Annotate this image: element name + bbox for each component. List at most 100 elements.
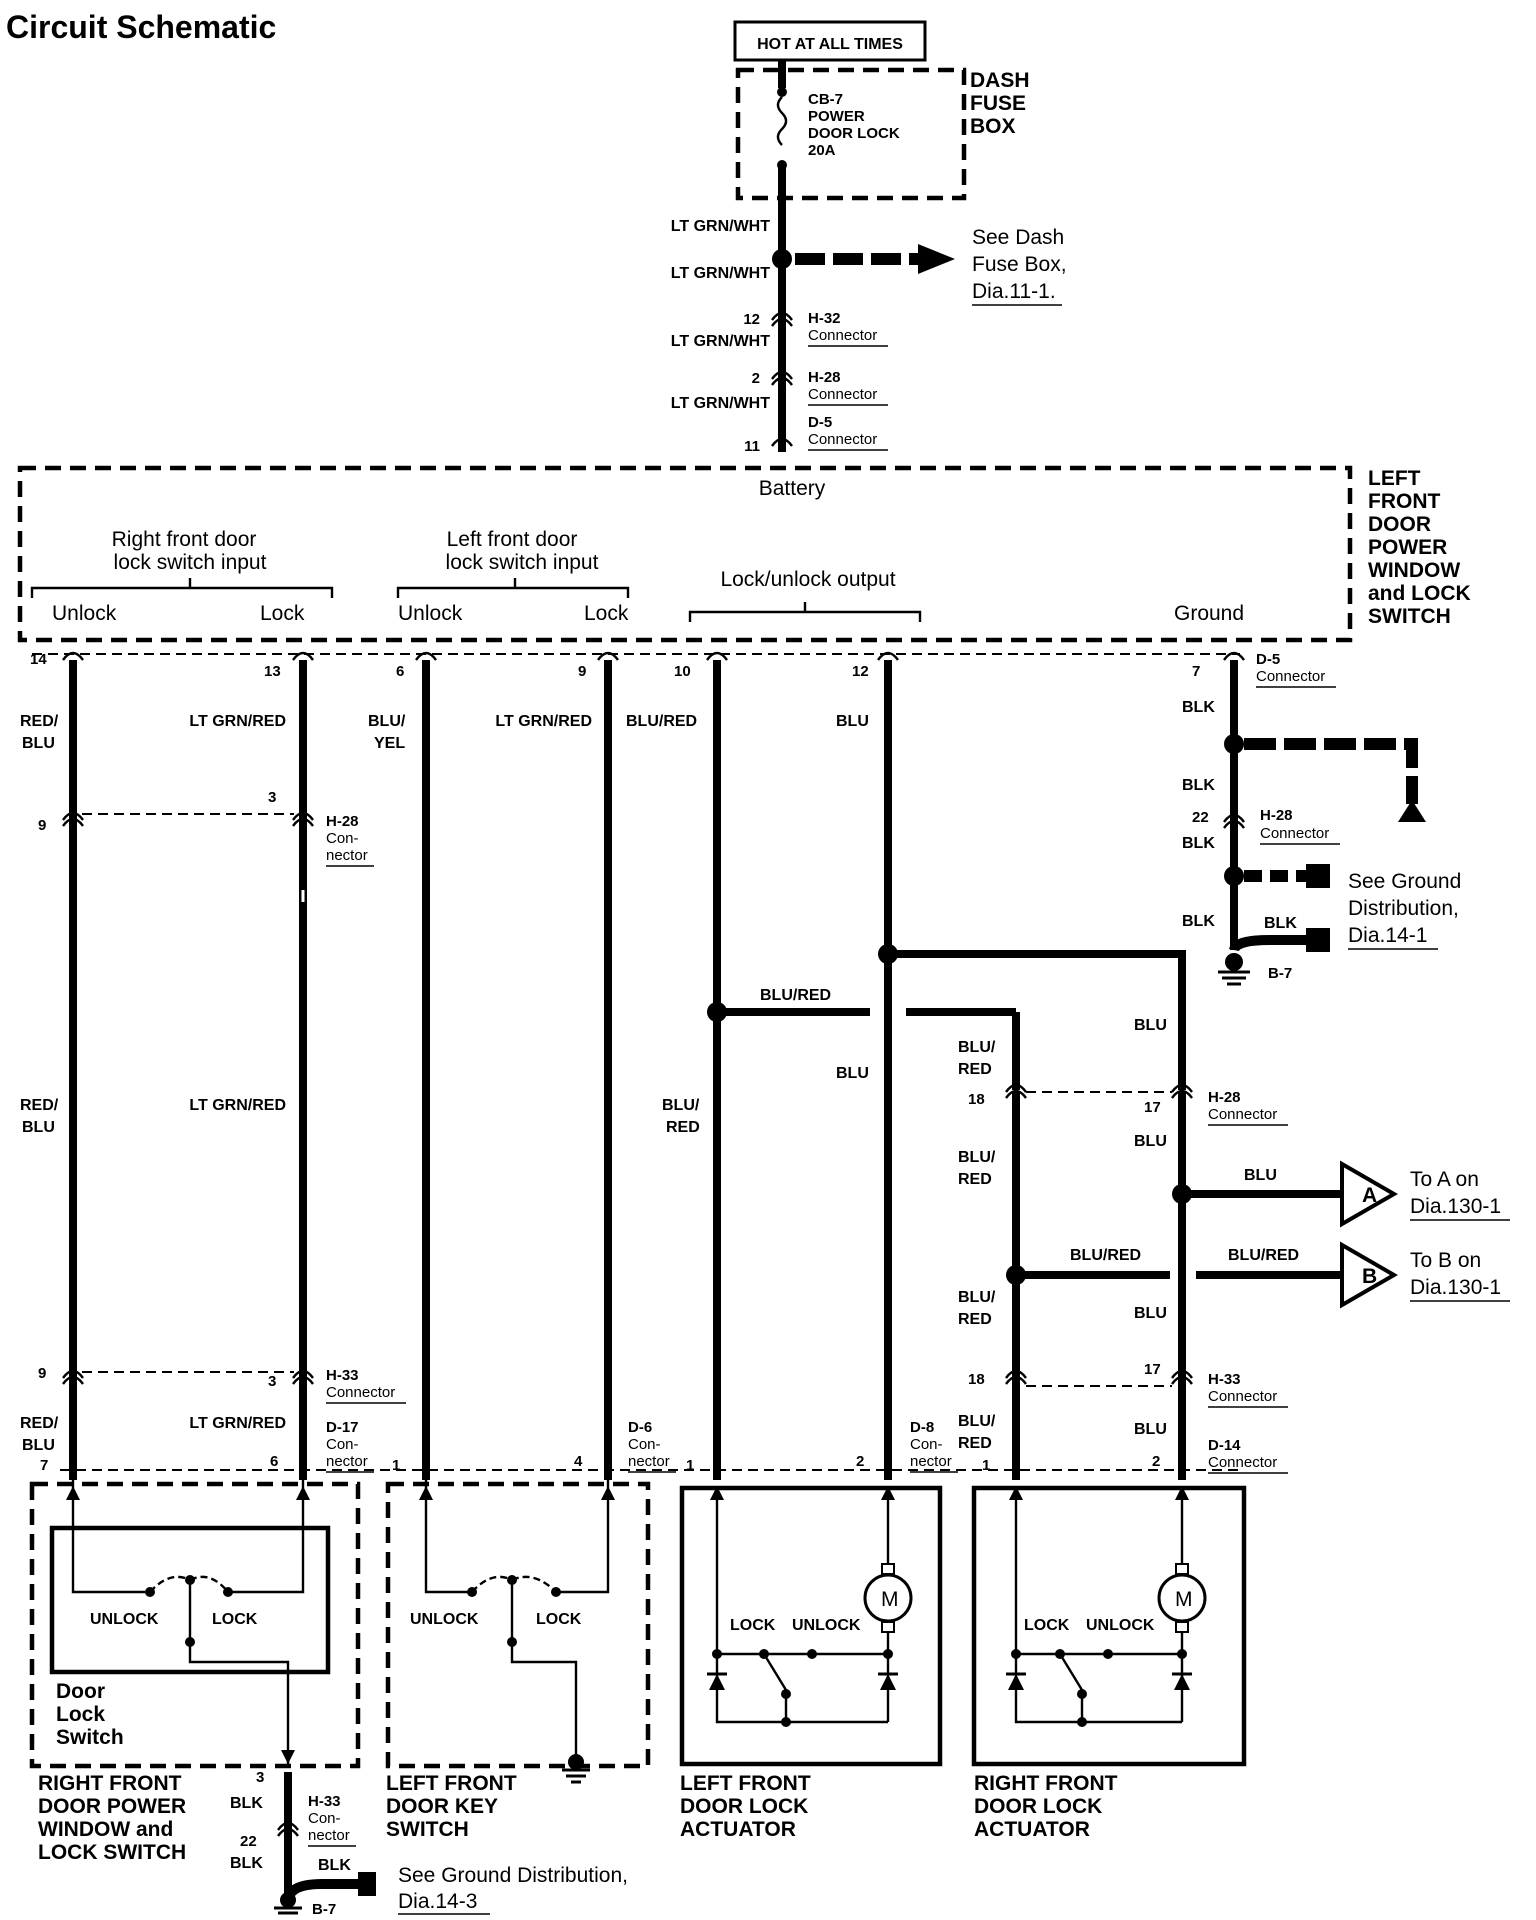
- wire-blu-cross: [888, 950, 1186, 1090]
- h33-sub-left: Connector: [326, 1384, 395, 1401]
- lf-actuator-name: LEFT FRONT: [680, 1772, 811, 1795]
- ref-b-label-2: Dia.130-1: [1410, 1276, 1501, 1299]
- wire-label-blk-3: BLK: [1182, 835, 1215, 852]
- see-ground-2-label: See Ground Distribution,: [398, 1864, 628, 1887]
- ref-a-triangle: A: [1340, 1160, 1399, 1228]
- wire-label-blu-red-r1a: BLU/: [958, 1039, 996, 1056]
- wire-label-blu-a: BLU: [1244, 1167, 1277, 1184]
- h28-label-supply: H-28: [808, 369, 841, 386]
- ref-a-letter: A: [1362, 1184, 1377, 1207]
- h33-label-gnd: H-33: [308, 1793, 341, 1810]
- h32-label: H-32: [808, 310, 841, 327]
- wire-label-blu-red-r4b: RED: [958, 1435, 992, 1452]
- h33-sub-right: Connector: [1208, 1388, 1277, 1405]
- see-dash-fuse-label-2: Fuse Box,: [972, 253, 1067, 276]
- wire-label-red-blu-2a: RED/: [20, 1097, 59, 1114]
- d5-sub-supply: Connector: [808, 431, 877, 448]
- h28-label-left: H-28: [326, 813, 359, 830]
- wire-label-red-blu-3b: BLU: [22, 1437, 55, 1454]
- lf-key-switch-name: LEFT FRONT: [386, 1772, 517, 1795]
- wire-label-blu-r3: BLU: [1134, 1305, 1167, 1322]
- pin-22-h28-ground: 22: [1192, 809, 1209, 826]
- door-lock-switch-label: Door: [56, 1680, 105, 1703]
- pin-9-d5: 9: [578, 663, 586, 680]
- pin-9-h33: 9: [38, 1365, 46, 1382]
- pin-12-supply: 12: [743, 311, 760, 328]
- d14-label: D-14: [1208, 1437, 1241, 1454]
- rf-switch-name-2: DOOR POWER: [38, 1795, 186, 1818]
- master-switch-label-3: DOOR: [1368, 513, 1431, 536]
- lf-actuator-name-3: ACTUATOR: [680, 1818, 796, 1841]
- dash-fuse-box-label-3: BOX: [970, 115, 1016, 138]
- ground-branch-wire: [1244, 738, 1418, 804]
- wire-label-red-blu-3a: RED/: [20, 1415, 59, 1432]
- ref-a-label: To A on: [1410, 1168, 1479, 1191]
- rf-motor-label: M: [1175, 1588, 1193, 1611]
- h28-sub-supply: Connector: [808, 386, 877, 403]
- wire-label-blu-red-r4a: BLU/: [958, 1413, 996, 1430]
- rf-unlock-label: Unlock: [52, 602, 117, 625]
- h28-sub-left-2: nector: [326, 847, 368, 864]
- ground-junction-2: [1224, 866, 1244, 886]
- wire-label-lt-grn-red-1: LT GRN/RED: [189, 713, 286, 730]
- master-switch-label-2: FRONT: [1368, 490, 1440, 513]
- wire-label-blu-top: BLU: [836, 713, 869, 730]
- wire-label-blk-5: BLK: [1264, 915, 1297, 932]
- pin-2-d14: 2: [1152, 1453, 1160, 1470]
- d8-sub-1: Con-: [910, 1436, 943, 1453]
- pin-18-h28: 18: [968, 1091, 985, 1108]
- lock-unlock-output-label: Lock/unlock output: [720, 568, 895, 591]
- wire-label-blu-red-top: BLU/RED: [626, 713, 697, 730]
- d17-label: D-17: [326, 1419, 359, 1436]
- wire-label-blu-red-r3b: RED: [958, 1311, 992, 1328]
- lf-lock-label: Lock: [584, 602, 629, 625]
- rf-input-label-1: Right front door: [112, 528, 257, 551]
- wire-label-blk-1: BLK: [1182, 699, 1215, 716]
- wire-label-blu-r4: BLU: [1134, 1421, 1167, 1438]
- lf-motor-icon: M: [863, 1563, 913, 1633]
- wire-label-red-blu-2b: BLU: [22, 1119, 55, 1136]
- fuse-label-3: DOOR LOCK: [808, 125, 900, 142]
- d5-pin-arcs: [62, 651, 1245, 661]
- h28-sub-ground: Connector: [1260, 825, 1329, 842]
- d5-sub: Connector: [1256, 668, 1325, 685]
- d17-sub-1: Con-: [326, 1436, 359, 1453]
- wire-label-blu-red-r1b: RED: [958, 1061, 992, 1078]
- wire-label-blk-rf-1: BLK: [230, 1795, 263, 1812]
- hot-at-all-times-label: HOT AT ALL TIMES: [757, 36, 903, 53]
- lf-key-unlock-label: UNLOCK: [410, 1611, 479, 1628]
- d5-label-supply: D-5: [808, 414, 832, 431]
- lf-door-lock-actuator: M LOCK UNLOCK: [679, 1485, 943, 1767]
- rf-act-unlock-label: UNLOCK: [1086, 1617, 1155, 1634]
- lf-input-label-2: lock switch input: [446, 551, 599, 574]
- rf-actuator-name-3: ACTUATOR: [974, 1818, 1090, 1841]
- pin-18-h33: 18: [968, 1371, 985, 1388]
- ground-label: Ground: [1174, 602, 1244, 625]
- wire-label-blu-red-r2b: RED: [958, 1171, 992, 1188]
- pin-22-h33-gnd: 22: [240, 1833, 257, 1850]
- wire-label-blu-red-b1: BLU/RED: [1070, 1247, 1141, 1264]
- rf-switch-name: RIGHT FRONT: [38, 1772, 182, 1795]
- see-ground-2-label-2: Dia.14-3: [398, 1890, 477, 1913]
- lf-key-switch-name-2: DOOR KEY: [386, 1795, 498, 1818]
- left-front-master-switch-box: Battery Right front door lock switch inp…: [17, 465, 1471, 643]
- ref-b-letter: B: [1362, 1265, 1377, 1288]
- pin-2-d8: 2: [856, 1453, 864, 1470]
- d6-sub-2: nector: [628, 1453, 670, 1470]
- fuse-symbol: [776, 96, 788, 146]
- dash-fuse-box-label-2: FUSE: [970, 92, 1026, 115]
- ref-b-triangle: B: [1340, 1241, 1399, 1309]
- rf-door-lock-actuator: M LOCK UNLOCK: [971, 1485, 1247, 1767]
- pin-17-h33: 17: [1144, 1361, 1161, 1378]
- pin-2-supply: 2: [752, 370, 760, 387]
- wire-label-supply-1: LT GRN/WHT: [671, 218, 770, 235]
- lf-key-switch-name-3: SWITCH: [386, 1818, 469, 1841]
- pin-17-h28: 17: [1144, 1099, 1161, 1116]
- wire-label-blk-2: BLK: [1182, 777, 1215, 794]
- wire-label-supply-2: LT GRN/WHT: [671, 265, 770, 282]
- h32-sub: Connector: [808, 327, 877, 344]
- h28-sub-left-1: Con-: [326, 830, 359, 847]
- wire-label-supply-3: LT GRN/WHT: [671, 333, 770, 350]
- h28-connector-supply: 2 H-28 Connector: [752, 369, 888, 406]
